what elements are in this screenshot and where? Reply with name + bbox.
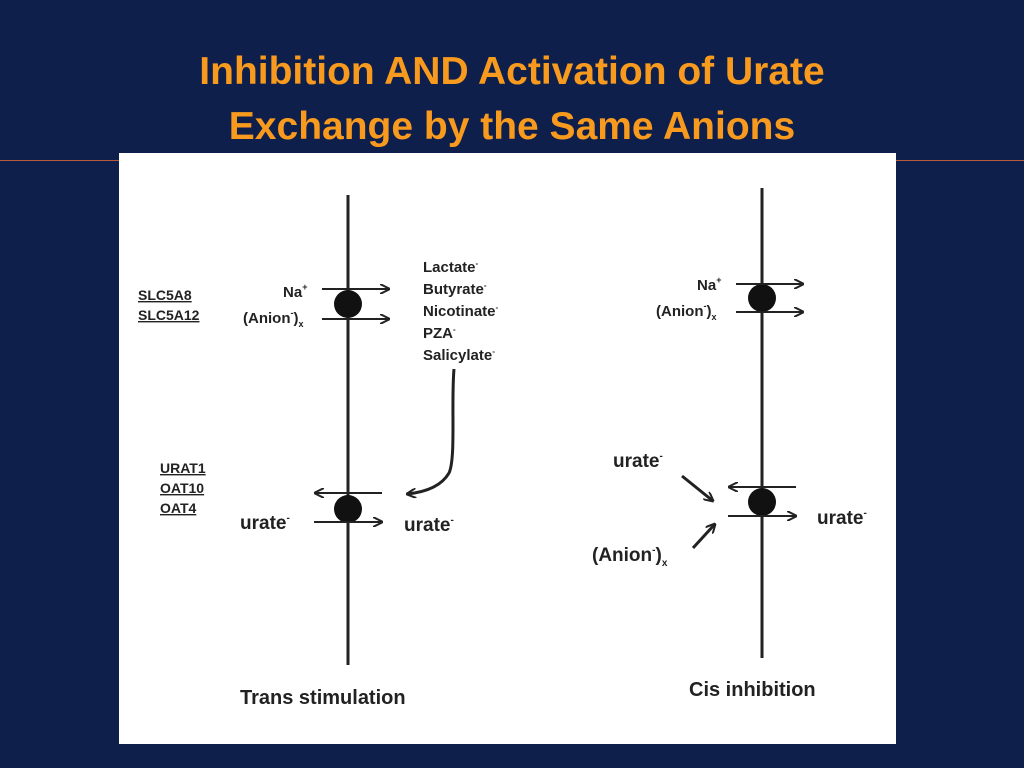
cis-urate-in-label: urate- <box>613 451 663 472</box>
diagram-panel: SLC5A8 SLC5A12 Na+ (Anion-)x Lactate- Bu… <box>119 153 896 744</box>
cis-anion-competition-arrow <box>691 524 715 550</box>
trans-urate-right-label: urate- <box>404 515 454 536</box>
trans-exchanger-circle <box>334 495 362 523</box>
trans-transporter-bottom-2: OAT10 <box>160 480 204 496</box>
anion-list-salicylate: Salicylate- <box>423 347 495 364</box>
anion-list-butyrate: Butyrate- <box>423 281 487 298</box>
trans-transporter-bottom-1: URAT1 <box>160 460 206 476</box>
trans-curved-arrow <box>407 368 456 494</box>
anion-list-nicotinate: Nicotinate- <box>423 303 499 320</box>
trans-na-label: Na+ <box>283 282 307 301</box>
trans-cotransporter-circle <box>334 290 362 318</box>
trans-transporter-bottom-3: OAT4 <box>160 500 197 516</box>
slide-title: Inhibition AND Activation of Urate Excha… <box>0 44 1024 154</box>
anion-list-pza: PZA- <box>423 325 456 342</box>
trans-caption: Trans stimulation <box>240 687 406 709</box>
cis-exchanger-circle <box>748 488 776 516</box>
cis-caption: Cis inhibition <box>689 679 816 701</box>
diagram-canvas: SLC5A8 SLC5A12 Na+ (Anion-)x Lactate- Bu… <box>138 188 867 709</box>
trans-transporter-top-1: SLC5A8 <box>138 287 192 303</box>
cis-urate-competition-arrow <box>681 474 713 501</box>
trans-urate-left-label: urate- <box>240 513 290 534</box>
slide-title-line-1: Inhibition AND Activation of Urate <box>199 50 825 93</box>
cis-urate-out-label: urate- <box>817 508 867 529</box>
cis-anion-in-label: (Anion-)x <box>592 545 668 569</box>
cis-inhibition-diagram: Na+ (Anion-)x urate- urate- (Anion-)x Ci… <box>592 188 867 701</box>
anion-list-lactate: Lactate- <box>423 259 479 276</box>
cis-cotransporter-circle <box>748 284 776 312</box>
trans-transporter-top-2: SLC5A12 <box>138 307 200 323</box>
trans-anion-label: (Anion-)x <box>243 308 304 329</box>
trans-stimulation-diagram: SLC5A8 SLC5A12 Na+ (Anion-)x Lactate- Bu… <box>138 195 499 709</box>
cis-na-label: Na+ <box>697 275 721 294</box>
cis-anion-label: (Anion-)x <box>656 301 717 322</box>
slide-title-line-2: Exchange by the Same Anions <box>228 105 796 148</box>
